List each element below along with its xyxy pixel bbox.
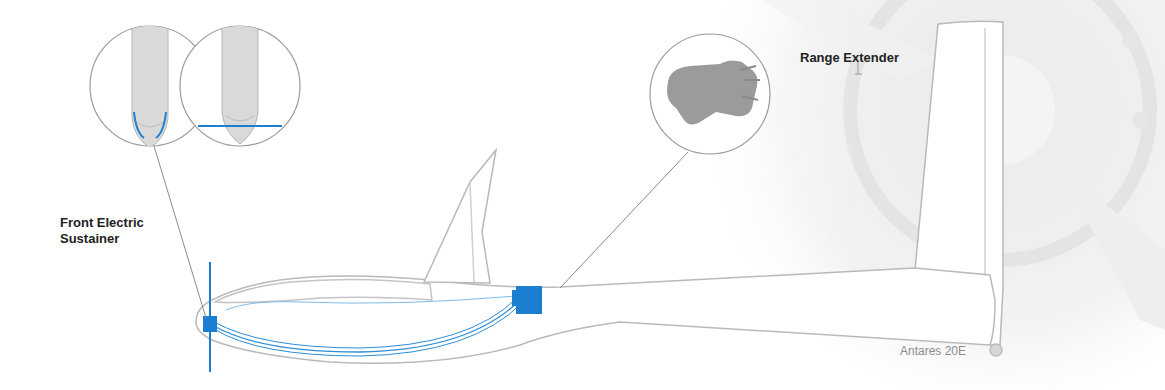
part-label: Front Electric Sustainer [60, 215, 170, 248]
detail-circle [180, 20, 300, 146]
model-name: Antares 20E [900, 344, 1010, 359]
leader-line [154, 146, 688, 318]
fes-system [203, 262, 542, 372]
detail-circle [650, 34, 770, 154]
part-label: Range Extender [800, 50, 960, 66]
glider-outline [196, 21, 1003, 363]
